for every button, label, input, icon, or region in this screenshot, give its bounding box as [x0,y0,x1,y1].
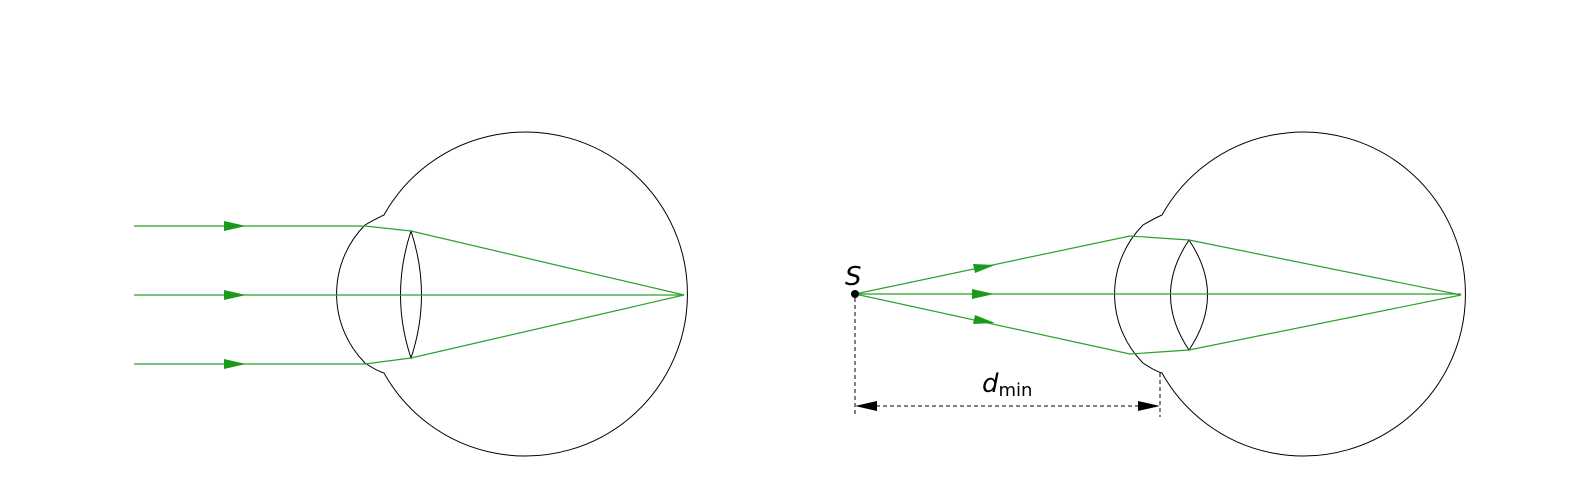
distance-arrow-right [1138,401,1160,411]
right-eye: S dmin [845,131,1466,457]
right-rays [854,235,1462,355]
right-ray-top [854,235,1462,296]
left-ray-bottom [134,294,685,365]
distance-arrow-left [855,401,877,411]
right-arrow-middle [972,289,994,299]
right-lens [1170,239,1208,351]
left-eyeball-outline [336,131,688,457]
right-eyeball-outline [1114,131,1466,457]
right-ray-bottom [854,293,1462,355]
left-ray-top [134,225,685,296]
right-arrow-top [973,264,995,273]
left-arrow-top [224,221,246,231]
distance-label-sub: min [999,380,1033,401]
left-arrowheads [224,221,246,369]
right-arrowheads [972,264,995,324]
distance-label: dmin [982,369,1032,401]
point-s-dot [851,290,859,298]
left-rays [134,225,685,365]
distance-label-main: d [982,369,999,399]
left-arrow-middle [224,290,246,300]
right-arrow-bottom [973,315,995,324]
distance-indicator: dmin [854,298,1161,417]
left-arrow-bottom [224,359,246,369]
left-eye [134,131,688,457]
point-s-label: S [845,262,862,292]
